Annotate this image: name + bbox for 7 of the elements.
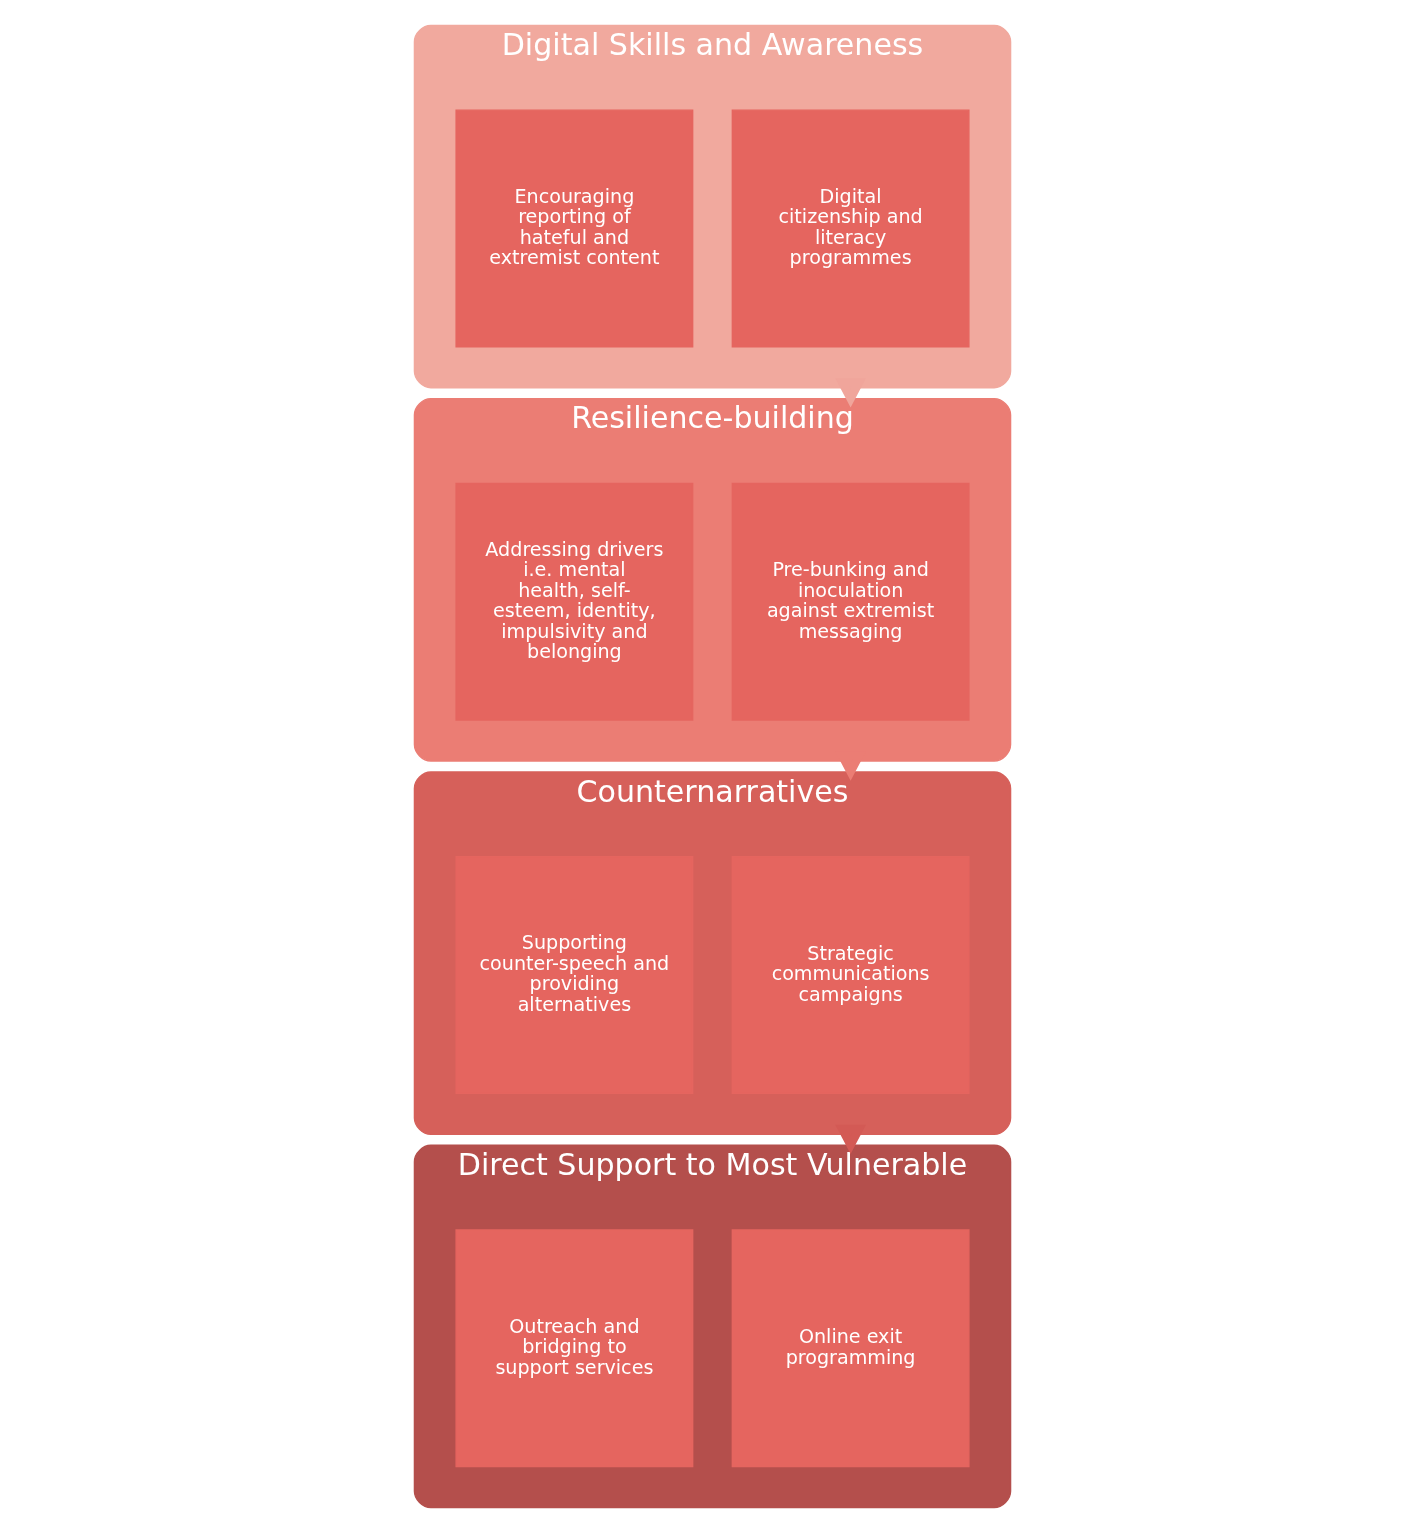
node-box: Pre-bunking and inoculation against extremist messaging (731, 482, 970, 721)
arrow (834, 1124, 866, 1155)
node-box: Digital citizenship and literacy programmes (731, 109, 970, 348)
node-box: Encouraging reporting of hateful and extremist content (454, 109, 693, 348)
node-box: Addressing drivers i.e. mental health, self-esteem, identity, impulsivity and belonging (454, 482, 693, 721)
node-box: Online exit programming (731, 1229, 970, 1468)
node-box: Outreach and bridging to support services (454, 1229, 693, 1468)
